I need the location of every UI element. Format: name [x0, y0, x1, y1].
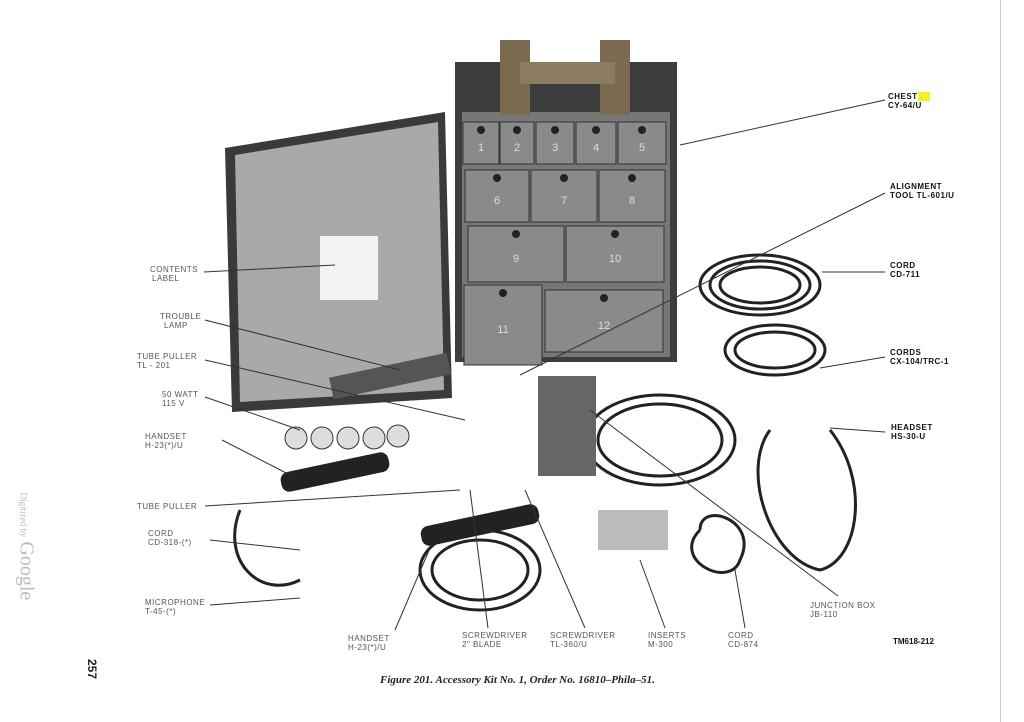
- drawer-pull-hole: [611, 230, 619, 238]
- figure-caption: Figure 201. Accessory Kit No. 1, Order N…: [380, 674, 655, 686]
- drawer-pull-hole: [499, 289, 507, 297]
- contents-label-card: [320, 236, 378, 300]
- drawer-number: 6: [494, 195, 500, 207]
- page-number: 257: [85, 658, 100, 680]
- junction-box-drawing: [538, 376, 596, 476]
- drawer: [499, 121, 535, 165]
- inserts-drawing: [598, 510, 668, 550]
- drawer: [464, 169, 530, 223]
- drawer-pull-hole: [551, 126, 559, 134]
- drawer-number: 11: [497, 324, 508, 336]
- handset-drawing-2: [420, 504, 540, 546]
- drawer-number: 5: [639, 142, 645, 154]
- drawer-pull-hole: [477, 126, 485, 134]
- drawer-number: 12: [598, 320, 610, 332]
- drawer-number: 2: [514, 142, 520, 154]
- drawer-pull-hole: [513, 126, 521, 134]
- label-tube-puller: TUBE PULLER: [137, 502, 198, 511]
- drawer: [544, 289, 664, 353]
- google-watermark: Digitized by Google: [15, 492, 38, 601]
- drawer-pull-hole: [628, 174, 636, 182]
- leader-lines: [203, 99, 886, 631]
- drawer-number: 4: [593, 142, 599, 154]
- drawer-pull-hole: [560, 174, 568, 182]
- drawer-number: 1: [478, 142, 484, 154]
- handset-drawing: [280, 452, 390, 492]
- lamps-drawing: [284, 424, 410, 450]
- drawer-pull-hole: [600, 294, 608, 302]
- cords-drawing: [233, 253, 857, 612]
- drawer-number: 3: [552, 142, 558, 154]
- drawer-pull-hole: [638, 126, 646, 134]
- page-edge: [1000, 0, 1001, 722]
- drawer: [535, 121, 575, 165]
- drawer-number: 10: [609, 253, 621, 265]
- drawer-pull-hole: [592, 126, 600, 134]
- drawer-pull-hole: [493, 174, 501, 182]
- chest-lid: [225, 112, 452, 412]
- drawing-code: TM618-212: [893, 637, 934, 646]
- drawer-number: 8: [629, 195, 635, 207]
- drawer: [463, 284, 543, 366]
- drawer-number: 7: [561, 195, 567, 207]
- trouble-lamp-drawing: [329, 352, 451, 400]
- drawer-pull-hole: [512, 230, 520, 238]
- drawer-number: 9: [513, 253, 519, 265]
